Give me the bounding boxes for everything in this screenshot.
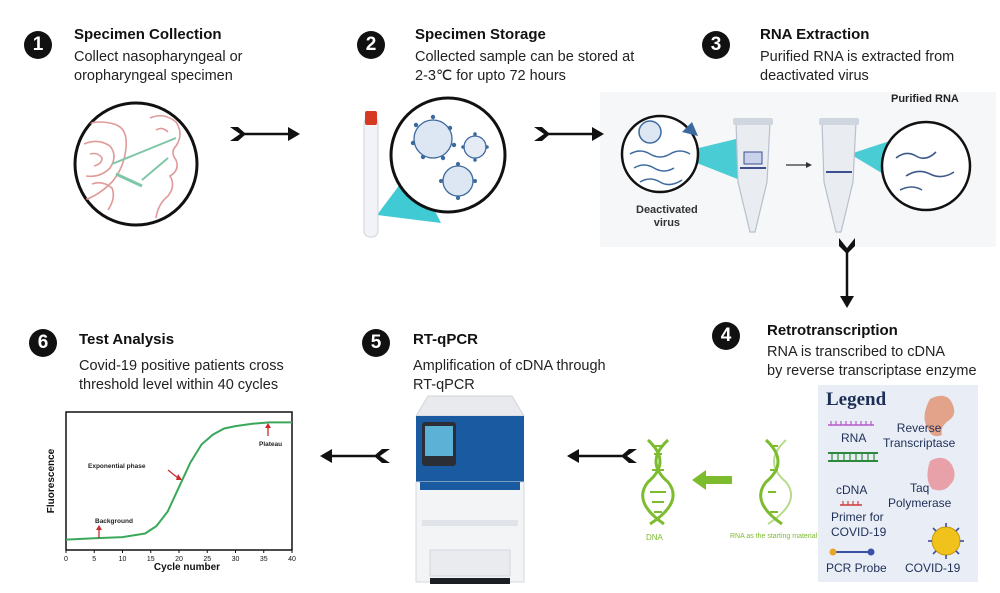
legend-cdna: cDNA (836, 483, 868, 497)
step-number-3: 3 (702, 31, 730, 59)
step-number-1: 1 (24, 31, 52, 59)
exponential-arrow (167, 469, 179, 479)
arrow-step2-to-step3 (534, 127, 604, 141)
legend-covid-19: COVID-19 (905, 561, 961, 575)
step-title-rt-qpcr: RT-qPCR (413, 331, 478, 348)
x-tick-label: 40 (288, 556, 296, 563)
legend-taq-line2: Polymerase (888, 496, 952, 510)
arrow-step3-to-step4 (839, 238, 855, 308)
deactivated-label-line1: Deactivated (636, 204, 698, 216)
swab-collection-illustration (73, 101, 199, 227)
legend-title: Legend (826, 389, 887, 410)
dna-label: DNA (646, 533, 663, 542)
annotation-plateau: Plateau (259, 441, 282, 448)
legend-rna: RNA (841, 431, 867, 445)
swab-stick (111, 137, 177, 165)
step-desc-3b: deactivated virus (760, 68, 869, 84)
x-tick-label: 35 (260, 556, 268, 563)
legend-reverse-transcriptase: Reverse Transcriptase (883, 421, 955, 451)
extraction-tube-1 (735, 121, 771, 233)
legend-primer: Primer for COVID-19 (831, 510, 886, 540)
legend-rt-line2: Transcriptase (883, 436, 956, 450)
annotation-background: Background (95, 518, 133, 525)
reverse-transcriptase-icon (924, 395, 955, 437)
purified-rna-label: Purified RNA (891, 93, 959, 105)
legend-taq-polymerase: Taq Polymerase (888, 481, 951, 511)
step-title-test-analysis: Test Analysis (79, 331, 175, 348)
step-desc-5a: Amplification of cDNA through (413, 358, 606, 374)
x-tick-label: 0 (64, 556, 68, 563)
specimen-storage-illustration (363, 96, 507, 238)
purified-rna-circle (880, 120, 972, 212)
arrow-step5-to-step6 (320, 449, 390, 463)
deactivated-virus-label: Deactivated virus (636, 204, 698, 230)
legend-pcr-probe: PCR Probe (826, 561, 887, 575)
amplification-chart: 0 5 10 15 20 25 30 35 40 Cycle number Fluorescen… (46, 411, 296, 573)
step-number-6: 6 (29, 329, 57, 357)
x-axis-label: Cycle number (154, 562, 220, 573)
rt-qpcr-machine (415, 395, 525, 584)
step-title-rna-extraction: RNA Extraction (760, 26, 870, 43)
step-desc-5b: RT-qPCR (413, 377, 475, 393)
legend-icons (828, 395, 964, 559)
extraction-tube-2 (821, 121, 857, 233)
step-desc-2a: Collected sample can be stored at (415, 49, 635, 65)
deactivated-label-line2: virus (653, 217, 681, 229)
step-desc-2b: 2-3℃ for upto 72 hours (415, 68, 566, 84)
step-desc-6b: threshold level within 40 cycles (79, 377, 279, 393)
green-arrow-icon (692, 470, 732, 490)
step-title-retrotranscription: Retrotranscription (767, 322, 898, 339)
x-tick-label: 30 (232, 556, 240, 563)
y-axis-label: Fluorescence (46, 448, 57, 513)
covid-19-icon (928, 523, 964, 559)
x-tick-label: 15 (147, 556, 155, 563)
x-tick-label: 10 (119, 556, 127, 563)
legend-taq-line1: Taq (910, 481, 930, 495)
dna-helix-icon (641, 438, 675, 526)
step-desc-3a: Purified RNA is extracted from (760, 49, 955, 65)
annotation-exponential: Exponential phase (88, 463, 146, 470)
step-title-specimen-collection: Specimen Collection (74, 26, 222, 43)
arrow-step1-to-step2 (230, 127, 300, 141)
step-number-5: 5 (362, 329, 390, 357)
x-tick-label: 5 (92, 556, 96, 563)
legend-rt-line1: Reverse (896, 421, 942, 435)
legend-primer-line2: COVID-19 (831, 525, 887, 539)
step-desc-4b: by reverse transcriptase enzyme (767, 363, 977, 379)
virus-magnified-circle (389, 96, 507, 214)
x-tick-label: 20 (175, 556, 183, 563)
x-tick-label: 25 (203, 556, 211, 563)
protein-fragment (682, 122, 698, 136)
step-title-specimen-storage: Specimen Storage (415, 26, 546, 43)
rna-extraction-illustration (620, 114, 972, 233)
rna-starting-material-label: RNA as the starting material (730, 533, 818, 540)
legend-primer-line1: Primer for (831, 510, 884, 524)
rna-helix-icon (759, 438, 792, 526)
chart-x-ticks: 0 5 10 15 20 25 30 35 40 (64, 550, 296, 563)
step-number-2: 2 (357, 31, 385, 59)
test-tube (363, 116, 379, 238)
amplification-curve (65, 421, 292, 541)
step-number-4: 4 (712, 322, 740, 350)
step-desc-6a: Covid-19 positive patients cross (79, 358, 284, 374)
test-tube-cap (365, 111, 377, 125)
arrow-step4-to-step5 (567, 449, 637, 463)
step-desc-1b: oropharyngeal specimen (74, 68, 233, 84)
step-desc-1a: Collect nasopharyngeal or (74, 49, 243, 65)
chart-plot-area (65, 411, 293, 551)
taq-polymerase-icon (927, 457, 955, 491)
step-desc-4a: RNA is transcribed to cDNA (767, 344, 946, 360)
